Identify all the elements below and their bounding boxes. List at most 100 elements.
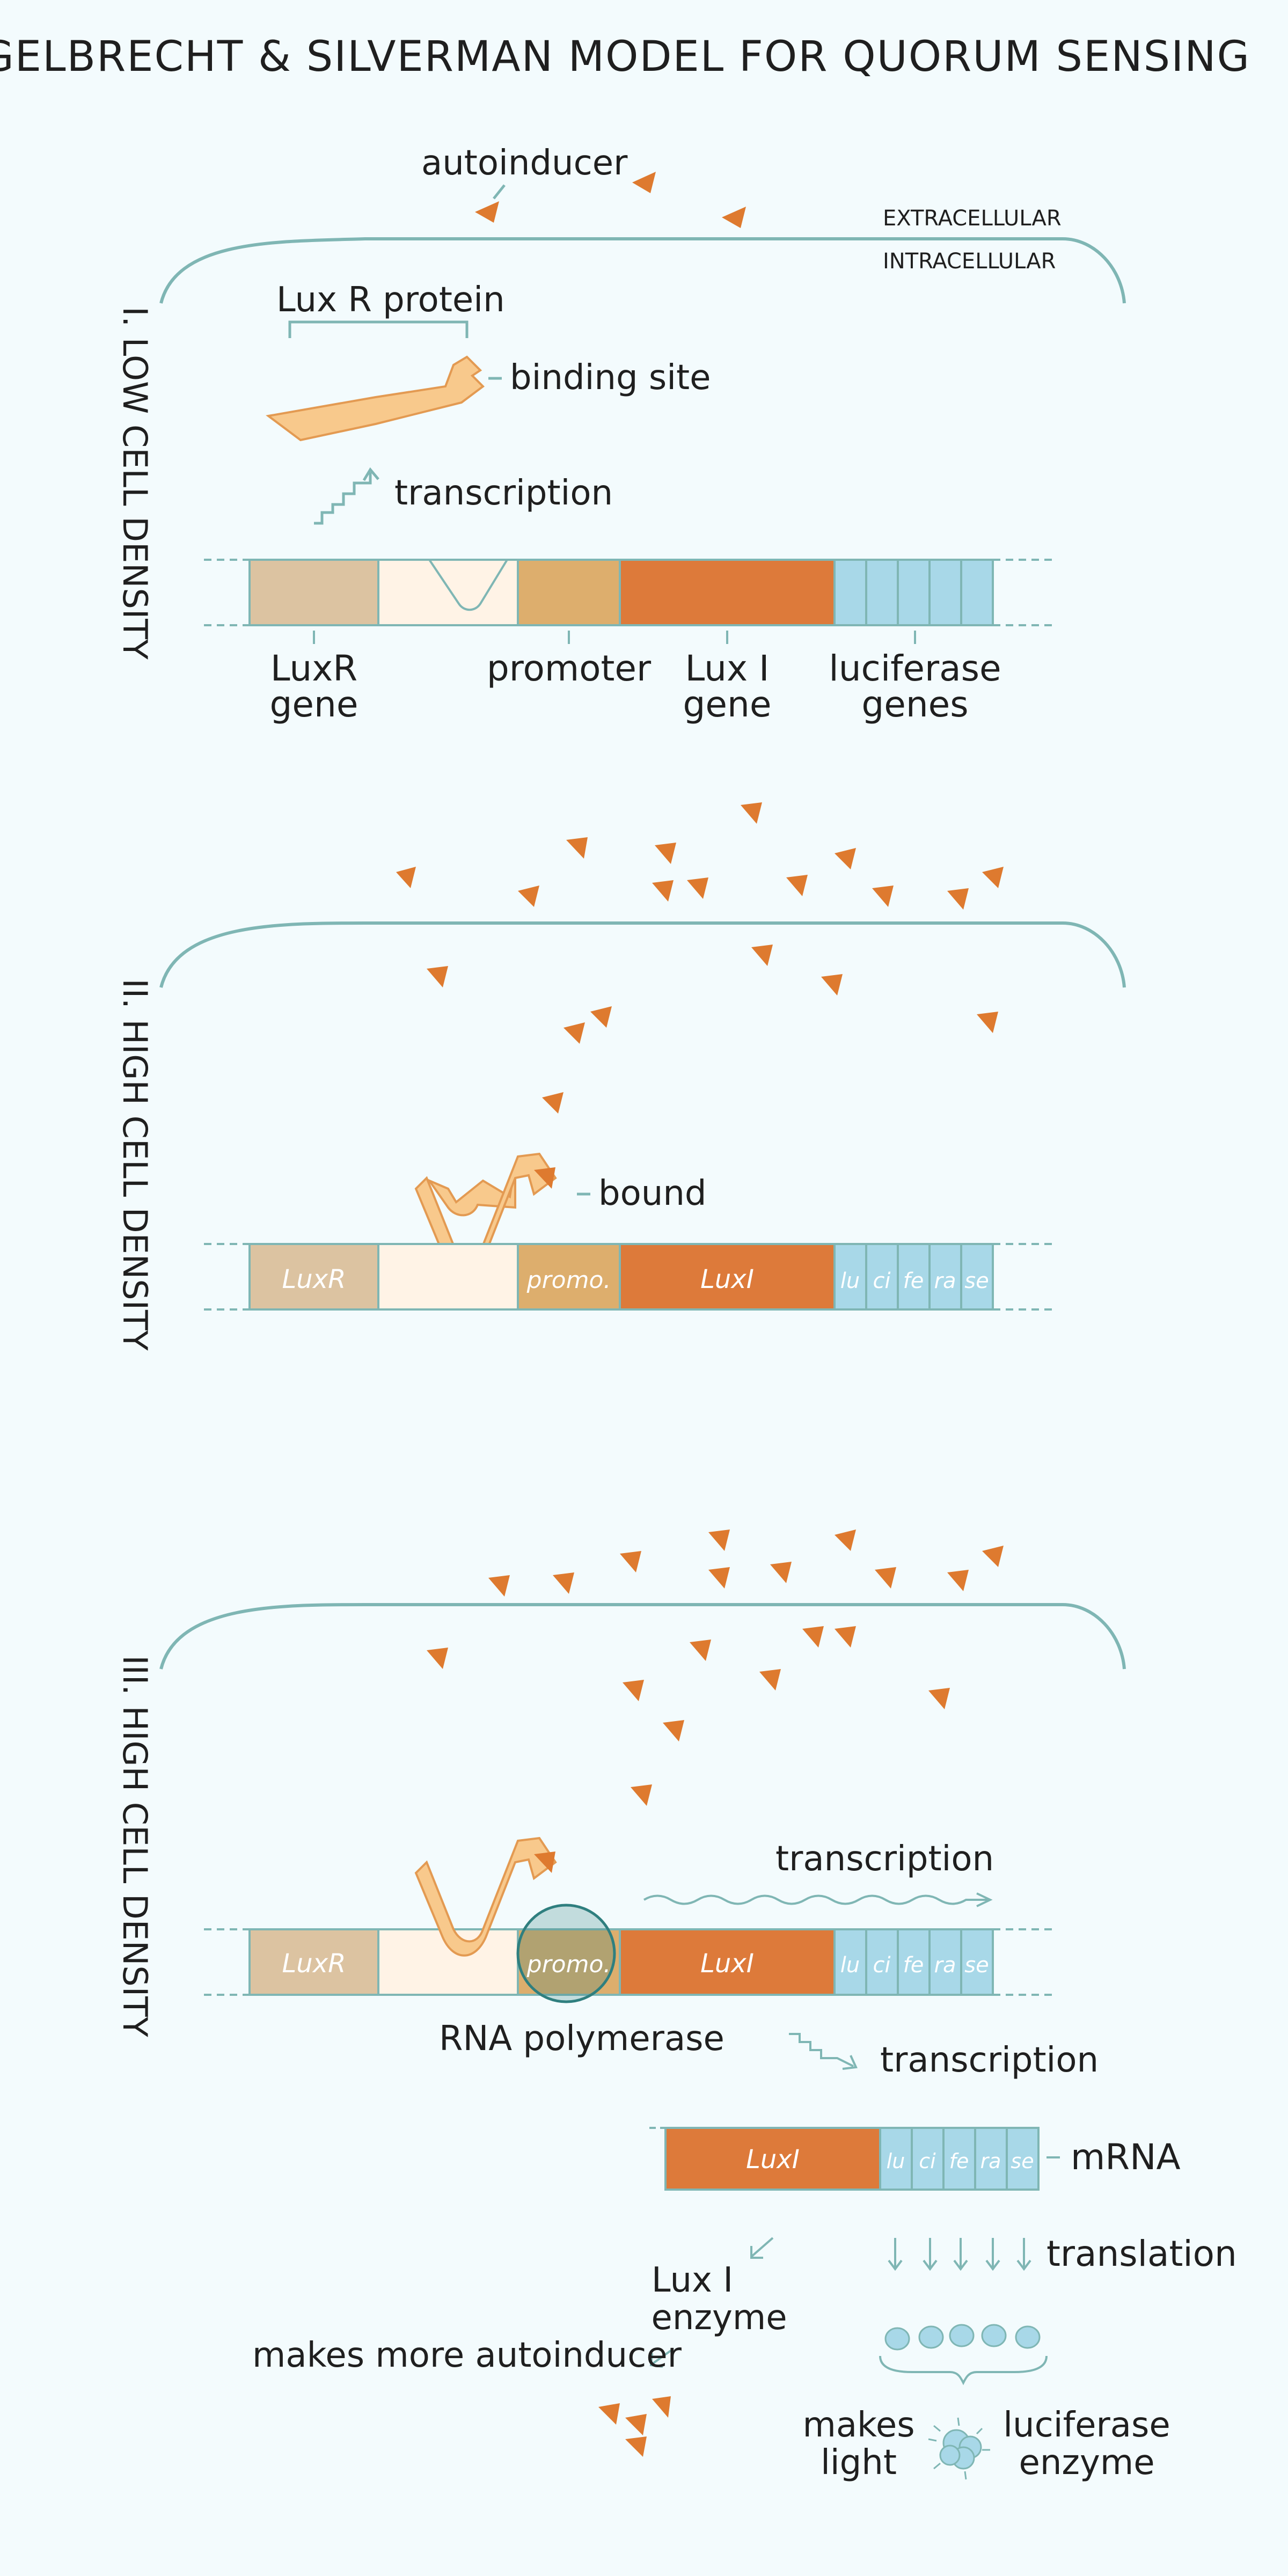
luciferase-enzyme-icon <box>928 2417 990 2480</box>
diagram-title: ENGELBRECHT & SILVERMAN MODEL FOR QUORUM… <box>0 33 1250 81</box>
autoinducer-group-panel-2 <box>396 802 1004 1114</box>
panel-1-label: I. LOW CELL DENSITY <box>115 306 155 660</box>
luciferase-segment-label: ra <box>934 1953 956 1978</box>
arrow-head <box>362 467 379 481</box>
transcription-arrow-panel-1 <box>314 472 372 525</box>
promoter-segment <box>517 559 621 626</box>
luciferase-segment-label: ra <box>934 1269 956 1293</box>
binding-site-notch <box>428 559 508 611</box>
mrna-luciferase-label: se <box>1011 2149 1034 2173</box>
cell-membrane-panel-3 <box>159 1603 1126 1670</box>
makes-more-autoinducer-label: makes more autoinducer <box>252 2336 682 2375</box>
transcription-down-arrow <box>789 2033 854 2067</box>
transcription-top-label: transcription <box>775 1839 994 1879</box>
luxr-gene-label-2: gene <box>270 684 358 725</box>
luciferase-segment-label: lu <box>840 1953 860 1978</box>
promoter-label: promoter <box>487 648 652 689</box>
dna-strand-panel-2 <box>204 1243 1052 1311</box>
binding-site-label: binding site <box>510 358 711 398</box>
luxr-protein-arm <box>414 1836 557 1957</box>
luxi-gene-segment <box>619 559 836 626</box>
luciferase-enzyme-label-2: enzyme <box>1019 2443 1154 2483</box>
bound-autoinducer <box>534 1851 555 1873</box>
autoinducer-molecule <box>722 207 746 228</box>
luciferase-genes-segment <box>833 1928 994 1996</box>
luxr-protein-shape <box>266 355 485 442</box>
luxi-enzyme-label: Lux I <box>652 2260 733 2300</box>
luxr-segment-label: LuxR <box>282 1949 346 1979</box>
arrow-head <box>976 1892 993 1907</box>
transcription-wavy-arrow <box>643 1894 987 1905</box>
mrna-luciferase-label: fe <box>949 2149 969 2173</box>
mrna-luciferase-label: ra <box>980 2149 1001 2173</box>
luciferase-genes-label: luciferase <box>829 648 1001 689</box>
luciferase-segment-label: ci <box>873 1953 890 1978</box>
panel-2-high-density: II. HIGH CELL DENSITY <box>115 802 1126 1351</box>
luciferase-segment-label: fe <box>903 1953 924 1978</box>
promoter-segment-label: promo. <box>526 1267 611 1294</box>
makes-light-label: makes <box>802 2405 914 2445</box>
autoinducer-group-panel-3 <box>427 1529 1004 1806</box>
new-autoinducers <box>598 2396 671 2457</box>
autoinducer-molecule <box>632 172 656 193</box>
luxr-gene-segment <box>248 1928 379 1996</box>
luciferase-segment-label: se <box>964 1953 989 1978</box>
autoinducer-label: autoinducer <box>421 143 628 183</box>
luciferase-segment-label: fe <box>903 1269 924 1293</box>
luxi-segment-label: LuxI <box>700 1949 754 1979</box>
panel-2-label: II. HIGH CELL DENSITY <box>115 978 155 1350</box>
luxi-segment-label: LuxI <box>700 1264 754 1294</box>
mrna-luciferase-label: lu <box>887 2149 905 2173</box>
bound-autoinducer <box>534 1167 555 1189</box>
luciferase-enzyme-label: luciferase <box>1003 2405 1170 2445</box>
autoinducer-group-panel-1 <box>475 172 746 228</box>
autoinducer-molecule <box>475 201 499 223</box>
luxi-enzyme-arrow <box>750 2237 774 2259</box>
luxi-gene-segment <box>619 1928 836 1996</box>
mrna-luciferase-label: ci <box>919 2149 936 2173</box>
intracellular-label: INTRACELLULAR <box>883 249 1056 274</box>
luxr-protein-bracket <box>288 320 469 338</box>
promoter-segment-label: promo. <box>526 1951 611 1978</box>
luciferase-segment-label: se <box>964 1269 989 1293</box>
panel-1-low-density: I. LOW CELL DENSITY autoinducer EXTRACEL… <box>115 143 1126 725</box>
luxi-gene-segment <box>619 1243 836 1311</box>
translation-label: translation <box>1046 2233 1237 2274</box>
rna-polymerase-label: RNA polymerase <box>439 2019 724 2059</box>
mrna-label: mRNA <box>1071 2136 1181 2178</box>
makes-more-arrow <box>649 2350 672 2368</box>
mrna-luciferase-segment <box>879 2127 1040 2191</box>
luciferase-segment-label: lu <box>840 1269 860 1293</box>
luxr-gene-label: LuxR <box>270 648 357 689</box>
luciferase-segment-label: ci <box>873 1269 890 1293</box>
spacer-segment <box>377 559 519 626</box>
arrow-head <box>842 2055 858 2070</box>
bound-label: bound <box>598 1174 707 1213</box>
luxi-enzyme-label-2: enzyme <box>651 2298 787 2338</box>
luxr-protein-bound <box>426 1164 516 1217</box>
luxi-gene-label-2: gene <box>683 684 772 725</box>
autoinducer-pointer <box>493 184 506 200</box>
luxi-gene-label: Lux I <box>685 648 770 689</box>
luciferase-genes-segment <box>833 1243 994 1311</box>
luciferase-monomers <box>884 2324 1041 2351</box>
extracellular-label: EXTRACELLULAR <box>883 206 1062 231</box>
panel-3-label: III. HIGH CELL DENSITY <box>115 1655 155 2037</box>
luxr-gene-segment <box>248 559 379 626</box>
mrna-strand <box>649 2127 1040 2191</box>
cell-membrane-panel-1 <box>159 237 1126 304</box>
rna-polymerase <box>516 1904 616 2003</box>
transcription-down-label: transcription <box>880 2040 1099 2080</box>
panel-3-high-density: III. HIGH CELL DENSITY transcription <box>115 1529 1237 2483</box>
luciferase-genes-label-2: genes <box>861 684 968 725</box>
luciferase-brace <box>879 2355 1048 2385</box>
mrna-luxi-label: LuxI <box>746 2145 800 2175</box>
translation-arrows <box>888 2238 1031 2271</box>
gene-label-pointers <box>313 631 916 644</box>
luxr-protein-label: Lux R protein <box>276 280 505 320</box>
cell-membrane-panel-2 <box>159 921 1126 988</box>
luxr-segment-label: LuxR <box>282 1264 346 1294</box>
luciferase-genes-segment <box>833 559 994 626</box>
spacer-segment <box>377 1243 519 1311</box>
